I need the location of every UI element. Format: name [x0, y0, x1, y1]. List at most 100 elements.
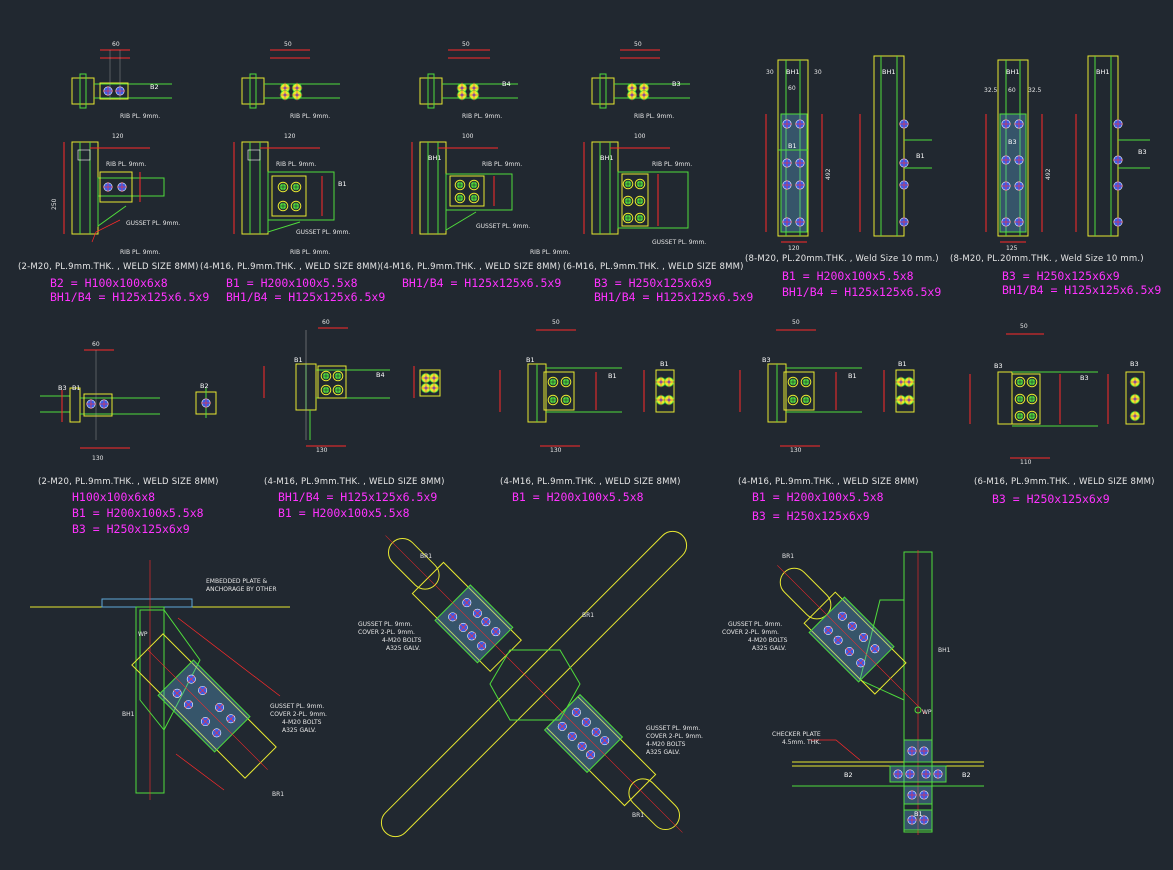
note-mid-5: GUSSET PL. 9mm.	[646, 725, 700, 732]
spec-splice-2-a: B3 = H250x125x6x9	[1002, 269, 1120, 283]
caption-r2-2: (4-M16, PL.9mm.THK. , WELD SIZE 8MM)	[264, 477, 445, 487]
dim-50: 50	[1020, 323, 1028, 330]
detail-r1-1	[63, 49, 172, 243]
note-left-2: COVER 2-PL. 9mm.	[270, 711, 327, 718]
dim-492: 492	[1045, 168, 1052, 180]
label-gusset: GUSSET PL. 9mm.	[126, 220, 180, 227]
label-b3-beam: B3	[1080, 374, 1089, 382]
caption-r2-1: (2-M20, PL.9mm.THK. , WELD SIZE 8MM)	[38, 477, 219, 487]
caption-splice-2: (8-M20, PL.20mm.THK. , Weld Size 10 mm.)	[950, 254, 1144, 264]
label-b1-side: B1	[898, 360, 907, 368]
note-mid-2: COVER 2-PL. 9mm.	[358, 629, 415, 636]
dim-120: 120	[112, 133, 124, 140]
label-wp: WP	[922, 709, 932, 716]
dim-60: 60	[322, 319, 330, 326]
spec-r1-3-a: BH1/B4 = H125x125x6.5x9	[402, 276, 562, 290]
dim-30b: 30	[814, 69, 822, 76]
label-b3: B3	[994, 362, 1003, 370]
row1-labels: B2 RIB PL. 9mm. RIB PL. 9mm. GUSSET PL. …	[51, 41, 1147, 256]
caption-r2-5: (6-M16, PL.9mm.THK. , WELD SIZE 8MM)	[974, 477, 1155, 487]
note-mid-7: 4-M20 BOLTS	[646, 741, 686, 748]
brace-left	[30, 560, 290, 800]
brace-mid	[380, 530, 688, 838]
label-b1-beam: B1	[608, 372, 617, 380]
splice-r1-2	[985, 55, 1150, 243]
dim-30: 30	[766, 69, 774, 76]
dim-100: 100	[634, 133, 646, 140]
dim-32-5: 32.5	[984, 87, 998, 94]
note-mid-3: 4-M20 BOLTS	[382, 637, 422, 644]
spec-r2-3-a: B1 = H200x100x5.5x8	[512, 490, 644, 504]
label-bh1: BH1	[600, 154, 613, 162]
label-rib3: RIB PL. 9mm.	[120, 249, 160, 256]
dim-50: 50	[792, 319, 800, 326]
label-bh1: BH1	[428, 154, 441, 162]
label-b1-side: B1	[916, 152, 925, 160]
detail-r2-5	[969, 333, 1145, 459]
dim-120: 120	[284, 133, 296, 140]
dim-50: 50	[552, 319, 560, 326]
label-b2: B2	[150, 83, 159, 91]
label-b1: B1	[338, 180, 347, 188]
label-br1-c: BR1	[632, 812, 644, 819]
label-br1-b: BR1	[582, 612, 594, 619]
note-mid-1: GUSSET PL. 9mm.	[358, 621, 412, 628]
dim-120: 120	[788, 245, 800, 252]
label-br1: BR1	[272, 791, 284, 798]
label-checker2: 4.5mm. THK.	[782, 739, 821, 746]
note-mid-4: A325 GALV.	[386, 645, 420, 652]
label-rib2: RIB PL. 9mm.	[276, 161, 316, 168]
label-b1-splice: B1	[788, 142, 797, 150]
dim-130: 130	[316, 447, 328, 454]
note-mid-6: COVER 2-PL. 9mm.	[646, 733, 703, 740]
dim-250: 250	[51, 198, 58, 210]
label-b4: B4	[502, 80, 511, 88]
splice-r1-1	[765, 55, 932, 243]
dim-top: 50	[284, 41, 292, 48]
spec-r1-1-a: B2 = H100x100x6x8	[50, 276, 168, 290]
spec-r2-4-a: B1 = H200x100x5.5x8	[752, 490, 884, 504]
label-b1: B1	[526, 356, 535, 364]
label-wp: WP	[138, 631, 148, 638]
detail-r1-3	[411, 49, 518, 235]
note-right-2: COVER 2-PL. 9mm.	[722, 629, 779, 636]
row2-labels: B3 B1 B2 60 130 B1 B4 60 130 B1 B1 B1 50…	[58, 319, 1139, 466]
dim-top: 50	[634, 41, 642, 48]
label-bh1-splice-side: BH1	[1096, 68, 1109, 76]
dim-492: 492	[825, 168, 832, 180]
detail-r2-2	[263, 327, 441, 447]
spec-r2-1-c: B3 = H250x125x6x9	[72, 522, 190, 536]
label-rib: RIB PL. 9mm.	[290, 113, 330, 120]
label-bh1-splice: BH1	[786, 68, 799, 76]
dim-125: 125	[1006, 245, 1018, 252]
label-br1: BR1	[782, 553, 794, 560]
dim-130: 130	[92, 455, 104, 462]
label-b1: B1	[294, 356, 303, 364]
spec-splice-1-b: BH1/B4 = H125x125x6.5x9	[782, 285, 942, 299]
label-gusset: GUSSET PL. 9mm.	[296, 229, 350, 236]
spec-r2-1-b: B1 = H200x100x5.5x8	[72, 506, 204, 520]
caption-r1-3: (4-M16, PL.9mm.THK. , WELD SIZE 8MM)	[380, 262, 561, 272]
dim-top: 50	[462, 41, 470, 48]
label-rib2: RIB PL. 9mm.	[106, 161, 146, 168]
label-bh1: BH1	[938, 647, 951, 654]
caption-r1-2: (4-M16, PL.9mm.THK. , WELD SIZE 8MM)	[200, 262, 381, 272]
dim-110: 110	[1020, 459, 1032, 466]
spec-r2-2-b: B1 = H200x100x5.5x8	[278, 506, 410, 520]
spec-r2-1-a: H100x100x6x8	[72, 490, 156, 504]
detail-r2-4	[739, 329, 915, 447]
dim-60: 60	[1008, 87, 1016, 94]
label-bh1-splice: BH1	[1006, 68, 1019, 76]
spec-r2-2-a: BH1/B4 = H125x125x6.5x9	[278, 490, 438, 504]
label-b1-side: B1	[660, 360, 669, 368]
label-b1: B1	[72, 384, 81, 392]
label-bh1-splice-side: BH1	[882, 68, 895, 76]
label-rib2: RIB PL. 9mm.	[652, 161, 692, 168]
label-rib: RIB PL. 9mm.	[634, 113, 674, 120]
dim-32-5b: 32.5	[1028, 87, 1042, 94]
label-rib2: RIB PL. 9mm.	[482, 161, 522, 168]
dim-60: 60	[92, 341, 100, 348]
note-left-1: GUSSET PL. 9mm.	[270, 703, 324, 710]
label-bh1: BH1	[122, 711, 135, 718]
